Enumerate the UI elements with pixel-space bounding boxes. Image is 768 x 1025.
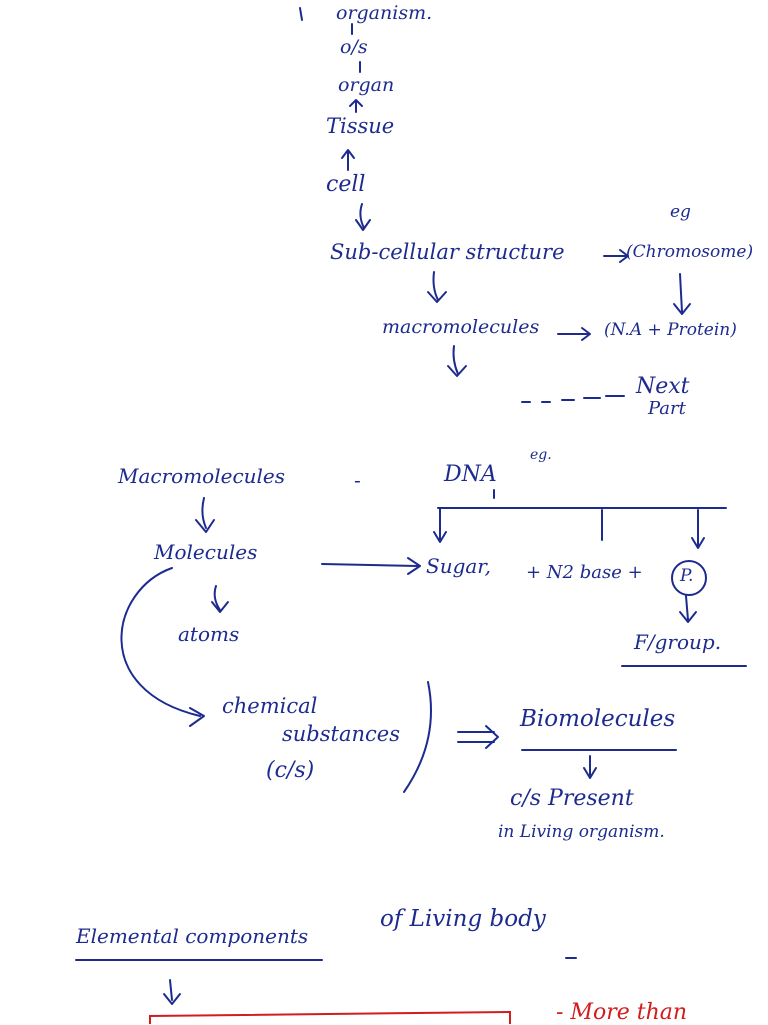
arrow-cell-subcellular [355,203,371,231]
dna-label: DNA [444,462,497,487]
fgroup-label: F/group. [634,630,722,654]
p-circle [671,560,707,596]
arrow-macro-molecules [195,497,215,533]
macromolecules-label: macromolecules [382,316,540,338]
brace-chemical [403,681,432,793]
eg-label: eg [670,202,691,222]
os-label: o/s [340,36,368,58]
substances-label: substances [282,722,400,746]
biomolecules-label: Biomolecules [520,706,676,732]
tissue-label: Tissue [326,114,395,138]
macromolecules-heading: Macromolecules [118,464,286,488]
arrow-molecules-atoms [211,585,229,613]
part-label: Part [648,398,686,419]
atoms-label: atoms [178,622,240,646]
arrow-bio-cs [583,755,597,779]
dna-branch-sugar [433,507,447,543]
arrow-macro-na [557,327,591,341]
more-than-label: - More than [556,1000,688,1025]
na-protein-label: (N.A + Protein) [604,320,737,340]
organism-label: organism. [336,2,433,24]
elemental-components-label: Elemental components [76,924,309,948]
arrow-molecules-sugar [321,557,421,575]
molecules-label: Molecules [154,540,258,564]
red-box-partial [149,1010,511,1024]
tick-mark [299,7,303,21]
n2base-label: + N2 base + [526,562,643,583]
curve-molecules-chemical [120,567,205,727]
in-living-label: in Living organism. [498,822,665,842]
arrow-to-chromosome [603,249,629,263]
arrow-subcellular-macro [427,271,447,303]
cell-label: cell [326,172,366,197]
next-label: Next [636,374,690,399]
cs-label: (c/s) [266,758,315,783]
of-living-body-label: of Living body [380,906,546,932]
arrow-cell-tissue [341,149,355,171]
chromosome-label: (Chromosome) [626,242,754,262]
chemical-label: chemical [222,694,318,718]
dna-branch-p [691,509,705,549]
eg-label-2: eg. [530,447,552,463]
arrow-macro-down [447,345,467,377]
dash-label: - [354,468,361,492]
dashes-next [521,395,625,403]
subcellular-label: Sub-cellular structure [330,240,565,264]
arrow-elemental-down [163,979,181,1005]
sugar-label: Sugar, [426,554,492,578]
cs-present-label: c/s Present [510,786,634,811]
arrow-tissue-organ [349,99,363,113]
arrow-p-fgroup [679,595,697,623]
organ-label: organ [338,74,395,96]
arrow-chromosome-na [673,273,691,315]
implies-arrow [457,725,499,749]
p-label: P. [680,566,694,586]
